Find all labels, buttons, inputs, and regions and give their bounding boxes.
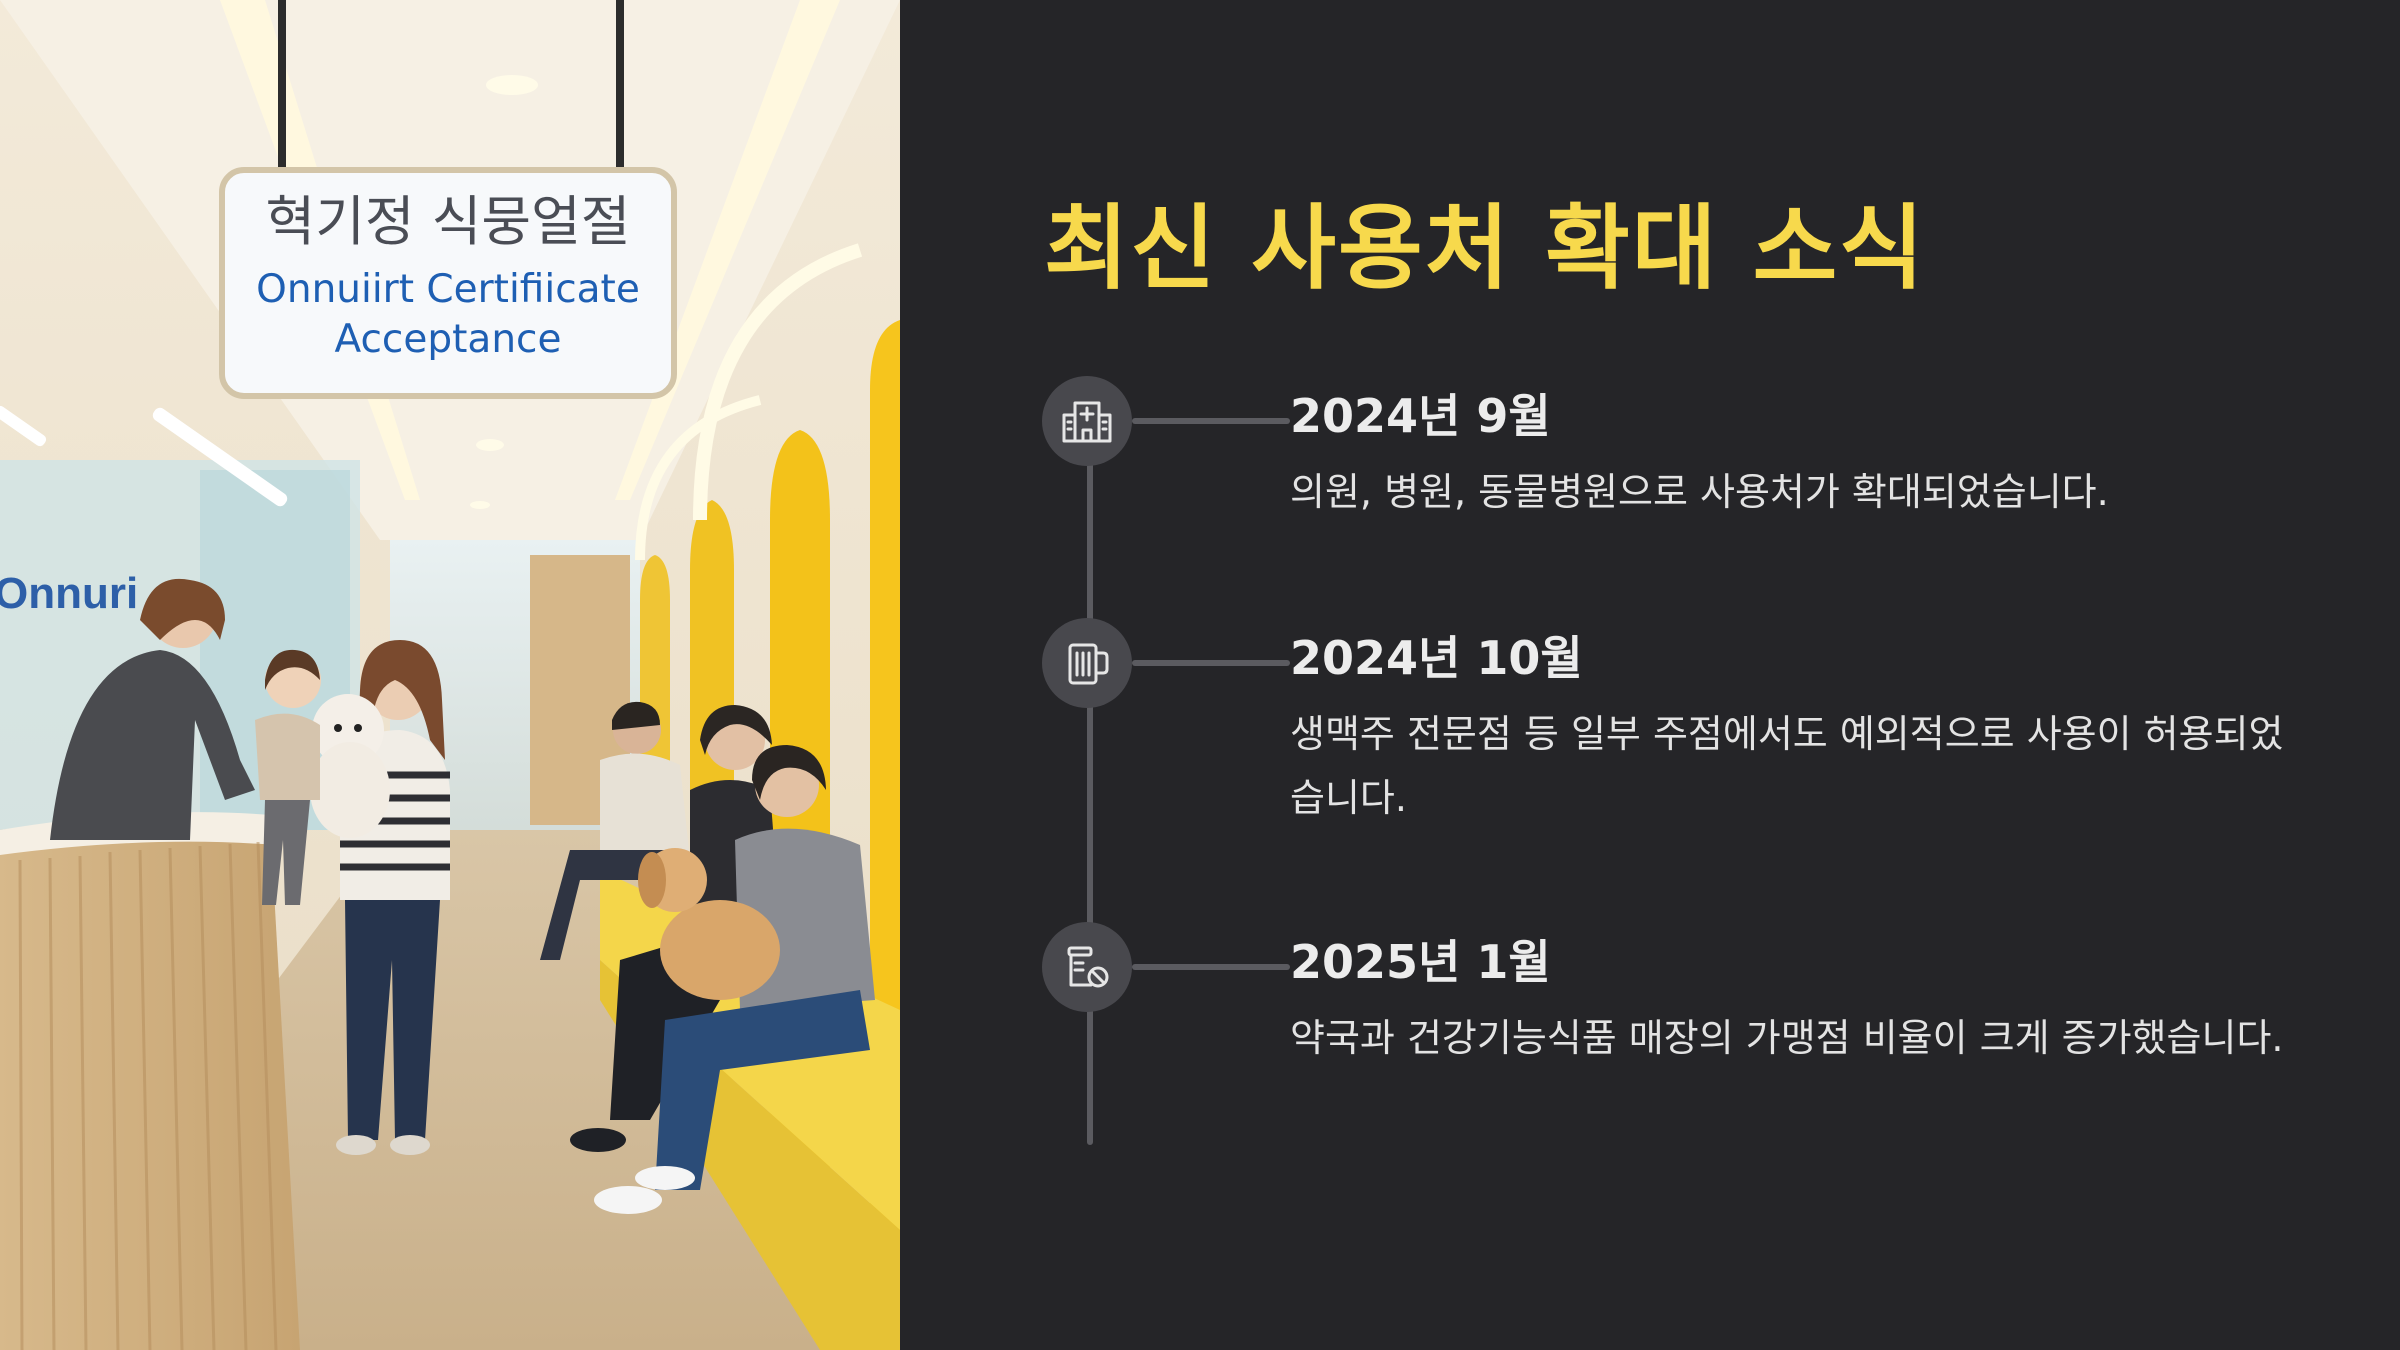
timeline-date: 2024년 9월 xyxy=(1290,389,1551,443)
sign-english-line1: Onnuiirt Certifiicate xyxy=(256,267,640,312)
timeline-connector xyxy=(1132,964,1290,970)
sign-english-line2: Acceptance xyxy=(335,317,562,362)
timeline-connector xyxy=(1132,660,1290,666)
wall-logo: Onnuri xyxy=(0,569,138,618)
clinic-waiting-room-photo: Onnuri xyxy=(0,0,900,1350)
pharmacy-prescription-icon xyxy=(1042,922,1132,1012)
timeline-description: 약국과 건강기능식품 매장의 가맹점 비율이 크게 증가했습니다. xyxy=(1290,1016,2284,1060)
timeline-vertical-line xyxy=(1087,420,1093,1145)
timeline-description: 생맥주 전문점 등 일부 주점에서도 예외적으로 사용이 허용되었습니다. xyxy=(1290,712,2284,820)
timeline-description: 의원, 병원, 동물병원으로 사용처가 확대되었습니다. xyxy=(1290,470,2109,514)
hospital-icon xyxy=(1042,376,1132,466)
slide-title: 최신 사용처 확대 소식 xyxy=(1044,195,1926,302)
timeline-connector xyxy=(1132,418,1290,424)
timeline-date: 2025년 1월 xyxy=(1290,935,1551,989)
sign-korean-text: 혁기정 식뭉얼절 xyxy=(266,190,631,253)
beer-mug-icon xyxy=(1042,618,1132,708)
timeline-date: 2024년 10월 xyxy=(1290,631,1583,685)
